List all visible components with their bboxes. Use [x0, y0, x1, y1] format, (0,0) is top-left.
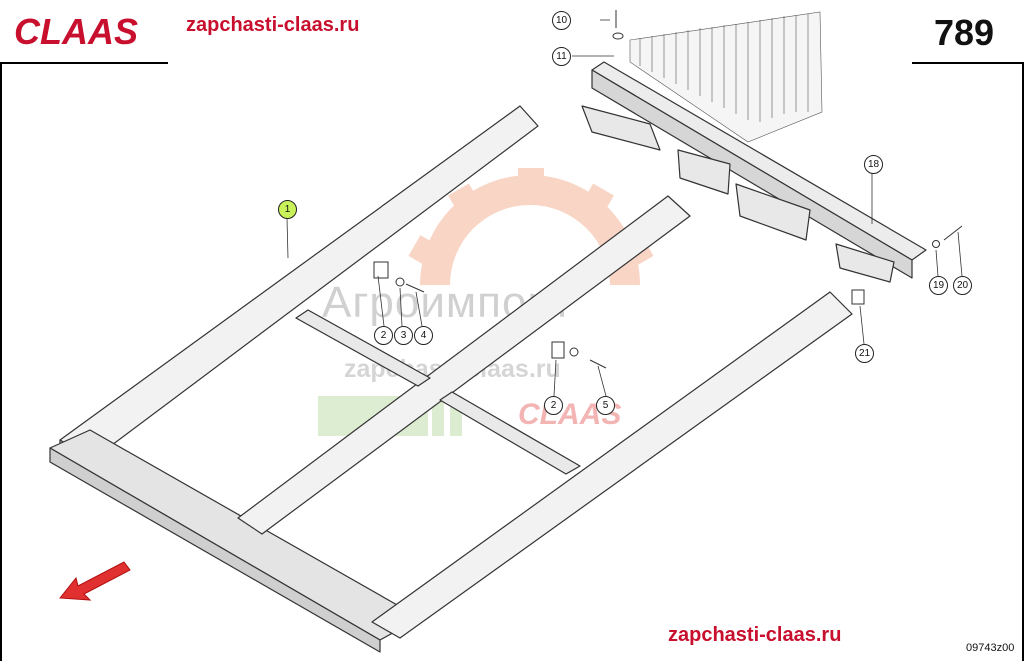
cross-tube-lower	[439, 391, 581, 475]
cross-tube-upper	[295, 309, 431, 387]
callout-18[interactable]: 18	[864, 155, 883, 174]
washer-5	[569, 347, 579, 357]
claas-logo-text: CLAAS	[14, 12, 138, 52]
callout-3[interactable]: 3	[394, 326, 413, 345]
callout-2b[interactable]: 2	[544, 396, 563, 415]
comb-grate	[629, 11, 823, 143]
bracket-2a	[373, 261, 389, 279]
header-rule-right	[912, 62, 1024, 64]
page-number: 789	[934, 12, 995, 53]
bushing-21	[851, 289, 865, 305]
washer-19	[932, 240, 940, 248]
washer-11	[612, 32, 624, 40]
flap-3	[735, 183, 811, 241]
frame-border-right	[1022, 62, 1024, 661]
flap-2	[677, 149, 731, 195]
direction-arrow-icon	[59, 561, 131, 601]
callout-11[interactable]: 11	[552, 47, 571, 66]
callout-21[interactable]: 21	[855, 344, 874, 363]
callout-19[interactable]: 19	[929, 276, 948, 295]
bolt-5	[589, 359, 607, 369]
washer-3	[395, 277, 405, 287]
frame-border-left	[0, 62, 2, 661]
frame-front-beam-side	[49, 447, 381, 653]
site-url-footer[interactable]: zapchasti-claas.ru	[668, 624, 842, 646]
callout-5[interactable]: 5	[596, 396, 615, 415]
callout-4[interactable]: 4	[414, 326, 433, 345]
frame-rail-right	[371, 291, 853, 639]
callout-10[interactable]: 10	[552, 11, 571, 30]
callout-1[interactable]: 1	[278, 200, 297, 219]
callout-2a[interactable]: 2	[374, 326, 393, 345]
site-url-header[interactable]: zapchasti-claas.ru	[186, 14, 360, 36]
bolt-20	[943, 225, 963, 241]
flap-4	[835, 243, 895, 283]
bracket-2b	[551, 341, 565, 359]
drawing-id: 09743z00	[966, 642, 1015, 654]
flap-1	[581, 105, 661, 151]
claas-logo: CLAAS	[14, 12, 138, 52]
frame-front-beam	[49, 429, 421, 641]
bolt-4	[405, 283, 425, 293]
callout-20[interactable]: 20	[953, 276, 972, 295]
top-crossbar-side	[591, 69, 913, 279]
header-rule-left	[0, 62, 168, 64]
frame-rail-middle	[237, 195, 691, 535]
